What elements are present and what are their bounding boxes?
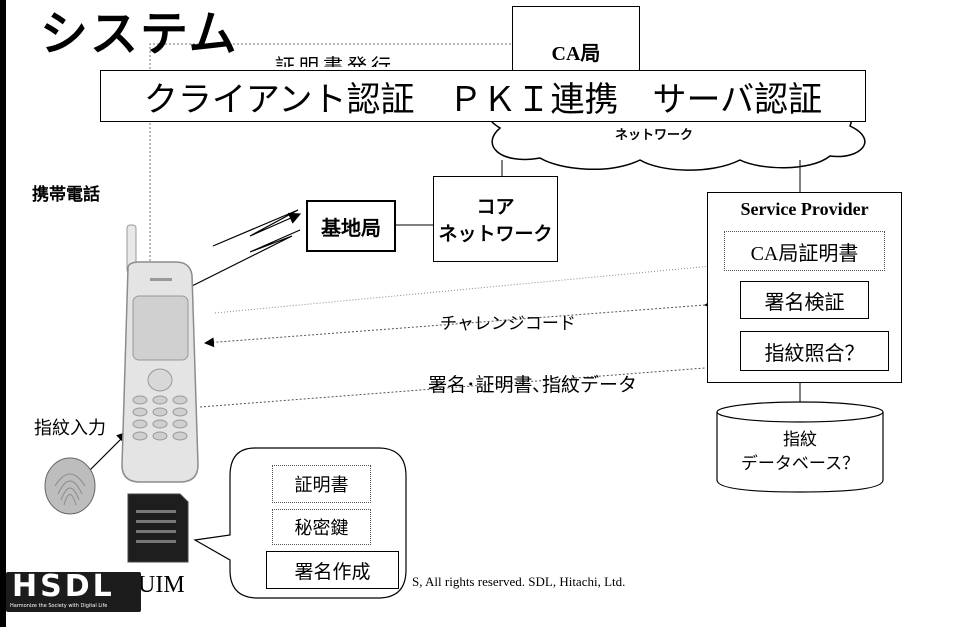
service-provider-box: Service Provider CA局証明書 署名検証 指紋照合？ xyxy=(707,192,902,383)
banner-text: クライアント認証 ＰＫＩ連携 サーバ認証 xyxy=(143,79,823,120)
signature-verify-item: 署名検証 xyxy=(740,281,869,319)
core-network-label-2: ネットワーク xyxy=(438,223,553,245)
base-station-box: 基地局 xyxy=(306,200,396,252)
network-label: ネットワーク xyxy=(615,128,694,143)
copyright-text: S, All rights reserved. SDL, Hitachi, Lt… xyxy=(412,574,626,589)
database-label-2: データベース？ xyxy=(740,454,860,474)
uim-sign-create-item: 署名作成 xyxy=(266,551,399,589)
database-label-1: 指紋 xyxy=(783,430,817,450)
ca-certificate-item: CA局証明書 xyxy=(724,231,885,271)
page-title: システム xyxy=(40,6,239,62)
logo-text: HSDL xyxy=(12,572,115,604)
radio-link-line xyxy=(212,209,302,247)
ca-label: CA局 xyxy=(551,43,601,65)
core-network-label-1: コア xyxy=(476,196,515,218)
uim-certificate-item: 証明書 xyxy=(272,465,371,503)
fingerprint-icon xyxy=(44,457,96,515)
signature-data-line xyxy=(199,367,706,408)
hsdl-logo: HSDL Harmonize the Society with Digital … xyxy=(6,572,141,612)
cert-issue-line xyxy=(149,43,512,265)
uim-chip-icon xyxy=(127,493,189,563)
challenge-code-line xyxy=(204,299,715,348)
database-label: 指紋 データベース？ xyxy=(717,428,883,476)
logo-tagline: Harmonize the Society with Digital Life xyxy=(10,603,108,609)
uim-label: UIM xyxy=(138,572,185,598)
service-provider-title: Service Provider xyxy=(740,199,869,219)
database-cylinder xyxy=(716,401,884,493)
cert-issue-label: 証明書発行 xyxy=(275,54,395,67)
base-station-label: 基地局 xyxy=(321,215,381,240)
fingerprint-arrow xyxy=(87,431,129,473)
ca-cert-line xyxy=(214,264,723,314)
mobile-phone-label: 携帯電話 xyxy=(32,185,100,205)
mobile-phone-icon xyxy=(121,224,199,483)
left-border-bar xyxy=(0,0,6,627)
fingerprint-match-item: 指紋照合？ xyxy=(740,331,889,371)
banner: クライアント認証 ＰＫＩ連携 サーバ認証 xyxy=(100,70,866,122)
fingerprint-input-label: 指紋入力 xyxy=(34,418,106,439)
uim-private-key-item: 秘密鍵 xyxy=(272,509,371,545)
radio-link-line-2 xyxy=(178,229,301,293)
signature-data-label: 署名･証明書､指紋データ xyxy=(428,374,638,396)
core-network-box: コア ネットワーク xyxy=(433,176,558,262)
challenge-code-label: チャレンジコード xyxy=(440,314,576,334)
